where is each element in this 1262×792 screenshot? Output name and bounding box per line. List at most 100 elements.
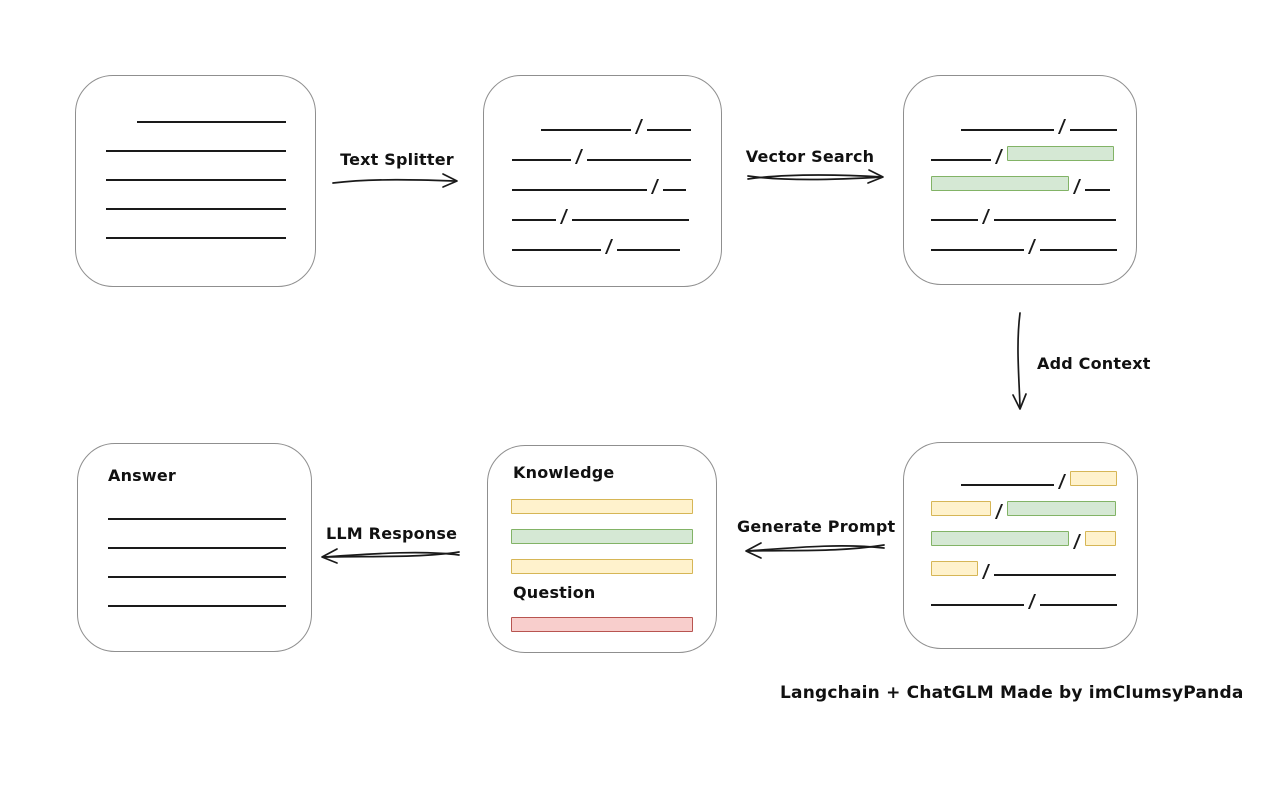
- yellow-highlight-bar: [1070, 471, 1117, 486]
- separator-slash: [1027, 239, 1037, 254]
- green-highlight-bar: [511, 529, 693, 544]
- text-line: [512, 159, 571, 161]
- text-line: [106, 237, 286, 239]
- text-line: [512, 249, 601, 251]
- chunk-row: [511, 602, 693, 632]
- chunk-row: [106, 152, 286, 181]
- text-line: [108, 547, 286, 549]
- add-context-label: Add Context: [1037, 354, 1151, 373]
- green-highlight-bar: [931, 531, 1069, 546]
- text-line: [1040, 604, 1117, 606]
- chunk-row: [931, 191, 1117, 224]
- chunk-row: [931, 456, 1117, 489]
- chunk-row: [511, 484, 693, 514]
- chunk-row: [931, 516, 1117, 549]
- chunk-row: [106, 181, 286, 210]
- text-line: [106, 208, 286, 210]
- chunk-row: [511, 514, 693, 544]
- yellow-highlight-bar: [511, 499, 693, 514]
- chunks-lines: [512, 101, 691, 254]
- text-line: [617, 249, 680, 251]
- text-line: [587, 159, 691, 161]
- llm-response-label: LLM Response: [326, 524, 458, 543]
- chunk-row: [931, 486, 1117, 519]
- chunk-row: [106, 210, 286, 239]
- chunk-row: [931, 131, 1117, 164]
- text-line: [931, 159, 991, 161]
- prompt-node: Knowledge Question: [487, 445, 717, 653]
- green-highlight-bar: [931, 176, 1069, 191]
- chunk-row: [512, 101, 691, 134]
- chunk-row: [931, 546, 1117, 579]
- yellow-highlight-bar: [511, 559, 693, 574]
- text-line: [663, 189, 686, 191]
- yellow-highlight-bar: [931, 501, 991, 516]
- red-highlight-bar: [511, 617, 693, 632]
- chunk-row: [931, 576, 1117, 609]
- chunk-row: [511, 544, 693, 574]
- text-line: [931, 219, 978, 221]
- chunk-row: [512, 131, 691, 164]
- chunk-row: [512, 161, 691, 194]
- chunk-row: [512, 221, 691, 254]
- vector-results-node: [903, 75, 1137, 285]
- text-line: [106, 179, 286, 181]
- text-line: [1040, 249, 1117, 251]
- text-line: [541, 129, 631, 131]
- text-line: [106, 150, 286, 152]
- separator-slash: [1027, 594, 1037, 609]
- document-lines: [106, 94, 286, 239]
- text-line: [961, 129, 1054, 131]
- chunk-row: [108, 549, 286, 578]
- chunk-row: [106, 123, 286, 152]
- question-bar: [511, 602, 693, 632]
- generate-prompt-arrow: [745, 542, 885, 559]
- answer-lines: [108, 491, 286, 607]
- chunks-node: [483, 75, 722, 287]
- text-splitter-arrow: [332, 173, 458, 188]
- text-line: [108, 518, 286, 520]
- text-line: [931, 249, 1024, 251]
- vector-results-lines: [931, 101, 1117, 254]
- text-line: [994, 219, 1116, 221]
- green-highlight-bar: [1007, 501, 1116, 516]
- text-line: [572, 219, 689, 221]
- answer-node: Answer: [77, 443, 312, 652]
- separator-slash: [604, 239, 614, 254]
- context-lines: [931, 456, 1117, 609]
- text-line: [931, 604, 1024, 606]
- knowledge-bars: [511, 484, 693, 574]
- chunk-row: [108, 491, 286, 520]
- generate-prompt-label: Generate Prompt: [737, 517, 896, 536]
- add-context-arrow: [1012, 312, 1027, 410]
- yellow-highlight-bar: [1085, 531, 1116, 546]
- text-line: [1085, 189, 1110, 191]
- llm-response-arrow: [321, 548, 460, 564]
- text-line: [137, 121, 286, 123]
- text-splitter-label: Text Splitter: [340, 150, 454, 169]
- context-node: [903, 442, 1138, 649]
- text-line: [994, 574, 1116, 576]
- chunk-row: [512, 191, 691, 224]
- caption: Langchain + ChatGLM Made by imClumsyPand…: [780, 683, 1244, 703]
- text-line: [1070, 129, 1117, 131]
- vector-search-label: Vector Search: [745, 147, 875, 166]
- text-line: [512, 219, 556, 221]
- chunk-row: [106, 94, 286, 123]
- text-line: [108, 576, 286, 578]
- chunk-row: [108, 578, 286, 607]
- green-highlight-bar: [1007, 146, 1114, 161]
- document-node: [75, 75, 316, 287]
- chunk-row: [931, 221, 1117, 254]
- answer-label: Answer: [108, 466, 177, 485]
- text-line: [512, 189, 647, 191]
- knowledge-label: Knowledge: [513, 463, 615, 482]
- chunk-row: [931, 161, 1117, 194]
- text-line: [647, 129, 691, 131]
- text-line: [108, 605, 286, 607]
- chunk-row: [108, 520, 286, 549]
- yellow-highlight-bar: [931, 561, 978, 576]
- text-line: [961, 484, 1054, 486]
- vector-search-arrow: [747, 169, 884, 184]
